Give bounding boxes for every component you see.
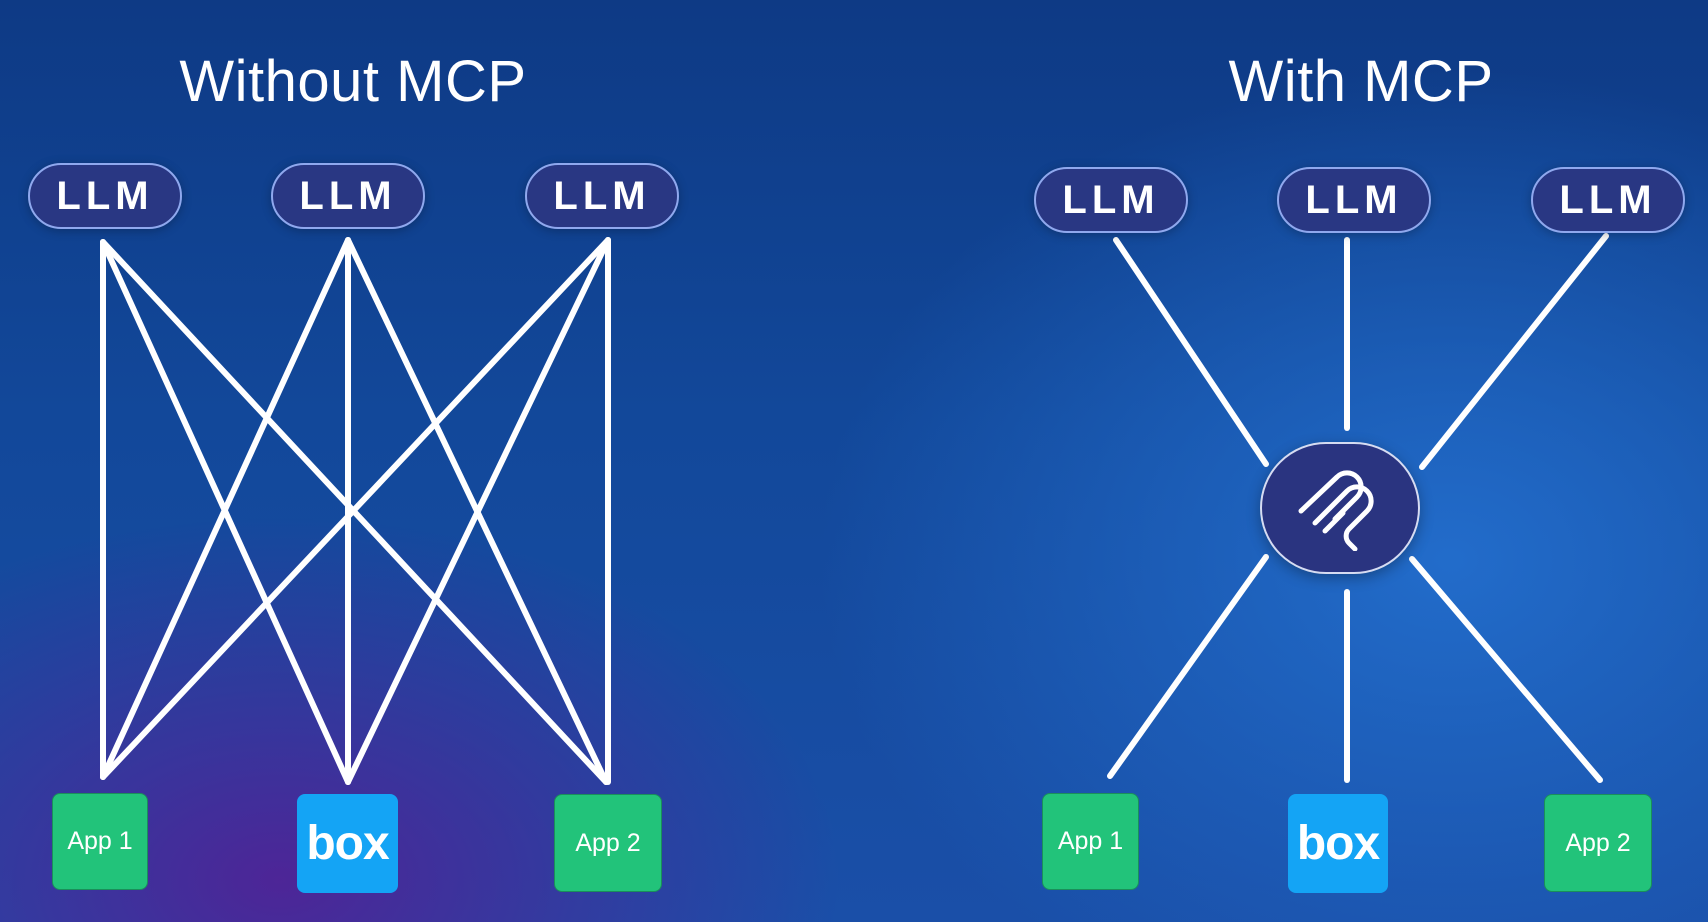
box-node: box xyxy=(1288,794,1388,893)
mesh-line xyxy=(100,237,611,780)
hub-line xyxy=(1113,237,1269,467)
llm-node: LLM xyxy=(271,163,425,229)
title-without-mcp: Without MCP xyxy=(179,49,527,114)
hub-line xyxy=(1419,233,1609,470)
title-with-mcp: With MCP xyxy=(1228,49,1494,114)
app-1-node: App 1 xyxy=(1042,793,1139,890)
hub-line xyxy=(1107,554,1269,779)
hub-line xyxy=(1409,556,1603,783)
mcp-hub xyxy=(1260,442,1420,574)
mcp-logo-icon xyxy=(1298,470,1374,551)
app-2-node: App 2 xyxy=(1544,794,1652,892)
mesh-line xyxy=(345,237,611,785)
box-node: box xyxy=(297,794,398,893)
llm-node: LLM xyxy=(1277,167,1431,233)
llm-node: LLM xyxy=(28,163,182,229)
mesh-line xyxy=(100,237,351,780)
llm-node: LLM xyxy=(525,163,679,229)
app-2-node: App 2 xyxy=(554,794,662,892)
llm-node: LLM xyxy=(1531,167,1685,233)
app-1-node: App 1 xyxy=(52,793,148,890)
llm-node: LLM xyxy=(1034,167,1188,233)
